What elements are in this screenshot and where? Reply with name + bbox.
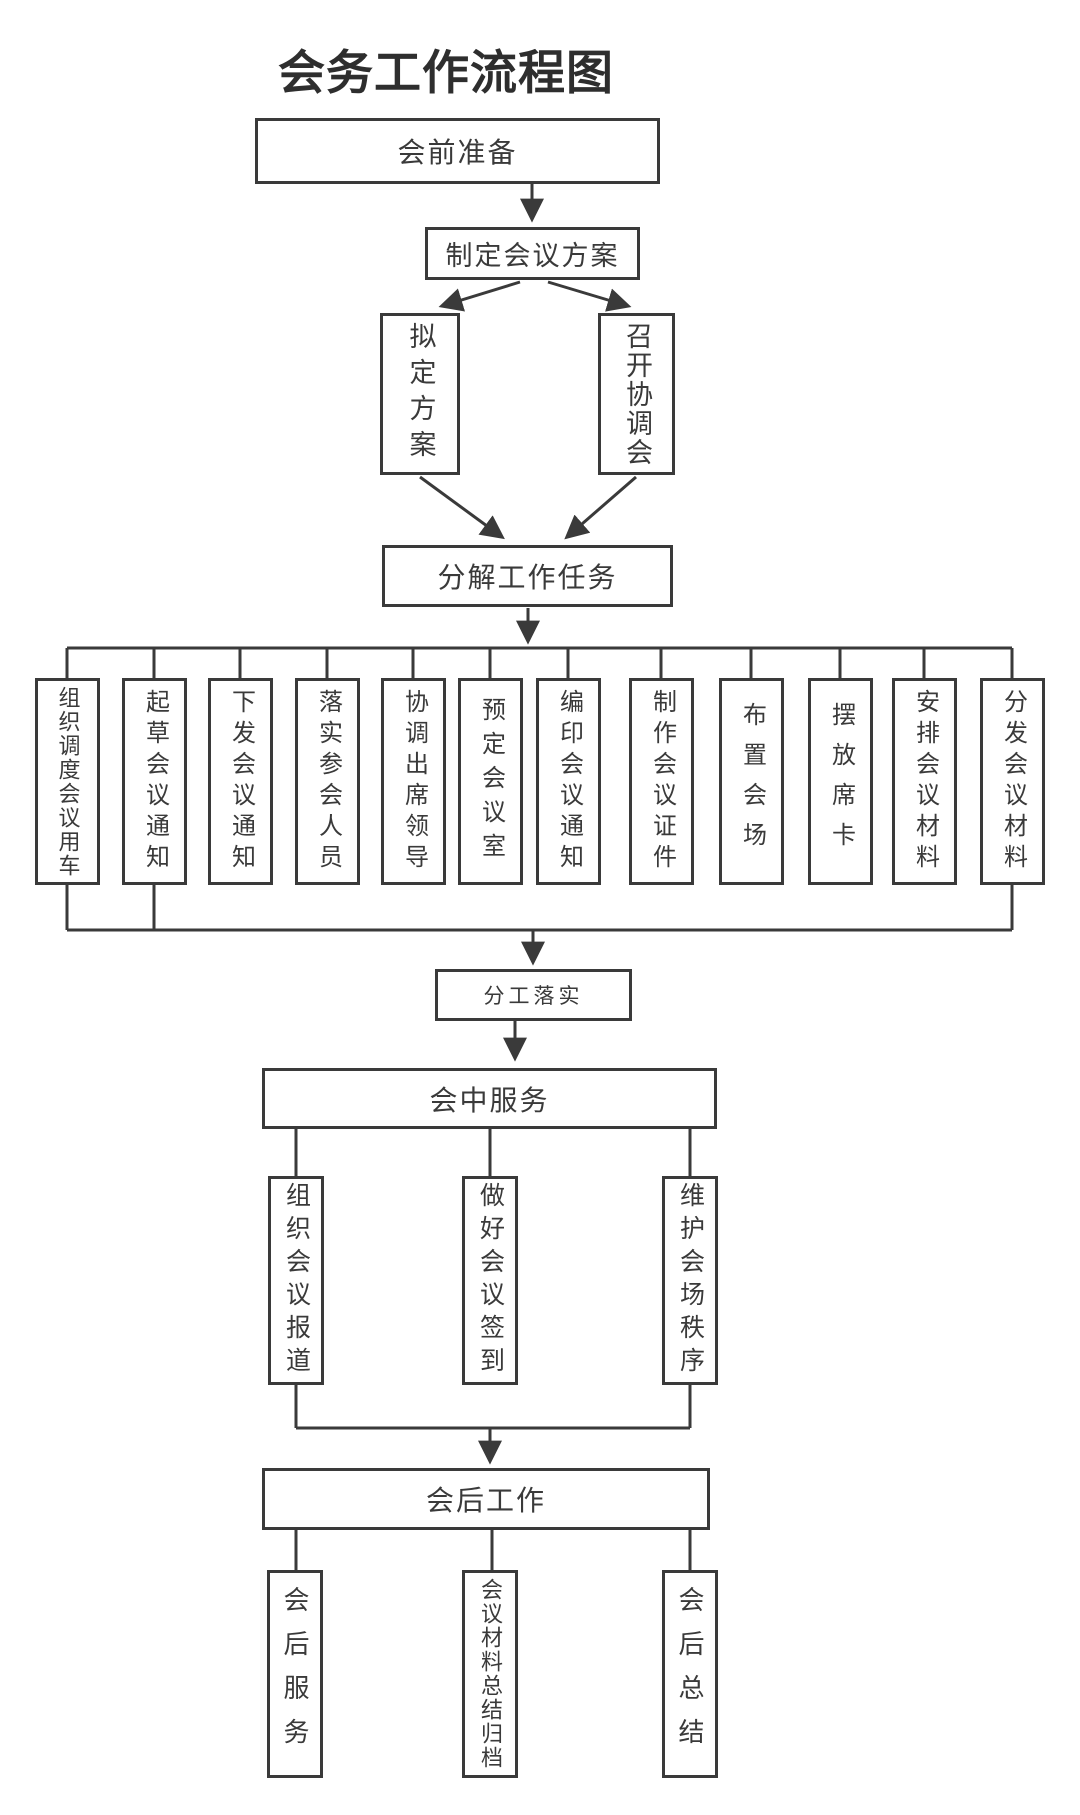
node-label: 制定会议方案 xyxy=(445,241,620,271)
node-label: 召开协调会 xyxy=(622,321,652,467)
node-label: 组织会议报道 xyxy=(282,1181,311,1380)
node-post-meeting-work: 会后工作 xyxy=(262,1468,710,1530)
task-node-distribute-meeting-materials: 分发会议材料 xyxy=(980,678,1045,885)
task-label: 组织调度会议用车 xyxy=(55,685,81,878)
node-label: 分解工作任务 xyxy=(437,562,618,593)
service-node-organize-meeting-report: 组织会议报道 xyxy=(268,1176,324,1385)
post-node-materials-summary-archive: 会议材料总结归档 xyxy=(462,1570,518,1778)
node-pre-meeting-preparation: 会前准备 xyxy=(255,118,660,184)
node-in-meeting-service: 会中服务 xyxy=(262,1068,717,1129)
task-node-confirm-attendees: 落实参会人员 xyxy=(295,678,360,885)
task-node-print-meeting-notice: 编印会议通知 xyxy=(536,678,601,885)
task-label: 落实参会人员 xyxy=(314,688,342,875)
task-node-coordinate-attending-leaders: 协调出席领导 xyxy=(381,678,446,885)
task-label: 制作会议证件 xyxy=(648,688,676,875)
task-node-arrange-meeting-materials: 安排会议材料 xyxy=(892,678,957,885)
node-make-meeting-plan: 制定会议方案 xyxy=(425,227,640,280)
service-node-meeting-sign-in: 做好会议签到 xyxy=(462,1176,518,1385)
post-node-post-meeting-service: 会后服务 xyxy=(267,1570,323,1778)
task-label: 预定会议室 xyxy=(477,696,505,867)
task-node-arrange-venue: 布置会场 xyxy=(719,678,784,885)
task-node-issue-meeting-notice: 下发会议通知 xyxy=(208,678,273,885)
node-label: 维护会场秩序 xyxy=(676,1181,705,1380)
node-draft-plan: 拟定方案 xyxy=(380,313,460,475)
node-decompose-work-tasks: 分解工作任务 xyxy=(382,545,673,607)
node-label: 拟定方案 xyxy=(405,322,436,466)
task-label: 起草会议通知 xyxy=(141,688,169,875)
task-node-place-seat-cards: 摆放席卡 xyxy=(808,678,873,885)
task-label: 摆放席卡 xyxy=(827,701,855,862)
task-node-make-meeting-badges: 制作会议证件 xyxy=(629,678,694,885)
task-label: 安排会议材料 xyxy=(911,688,939,875)
task-node-draft-meeting-notice: 起草会议通知 xyxy=(122,678,187,885)
node-label: 会中服务 xyxy=(429,1084,550,1116)
node-label: 会后服务 xyxy=(280,1586,310,1762)
service-node-maintain-venue-order: 维护会场秩序 xyxy=(662,1176,718,1385)
task-node-organize-dispatch-meeting-vehicles: 组织调度会议用车 xyxy=(35,678,100,885)
node-label: 会后总结 xyxy=(675,1586,705,1762)
post-node-post-meeting-summary: 会后总结 xyxy=(662,1570,718,1778)
task-node-reserve-meeting-room: 预定会议室 xyxy=(458,678,523,885)
node-label: 会后工作 xyxy=(425,1485,546,1516)
task-label: 布置会场 xyxy=(738,701,766,862)
task-label: 协调出席领导 xyxy=(400,688,428,875)
node-hold-coordination-meeting: 召开协调会 xyxy=(598,313,675,475)
page-title: 会务工作流程图 xyxy=(278,46,614,99)
node-assignment-implementation: 分工落实 xyxy=(435,969,632,1021)
task-label: 分发会议材料 xyxy=(999,688,1027,875)
node-label: 会议材料总结归档 xyxy=(478,1578,503,1770)
node-label: 会前准备 xyxy=(397,137,518,168)
task-label: 编印会议通知 xyxy=(555,688,583,875)
node-label: 分工落实 xyxy=(483,985,584,1008)
task-label: 下发会议通知 xyxy=(227,688,255,875)
node-label: 做好会议签到 xyxy=(476,1181,505,1380)
